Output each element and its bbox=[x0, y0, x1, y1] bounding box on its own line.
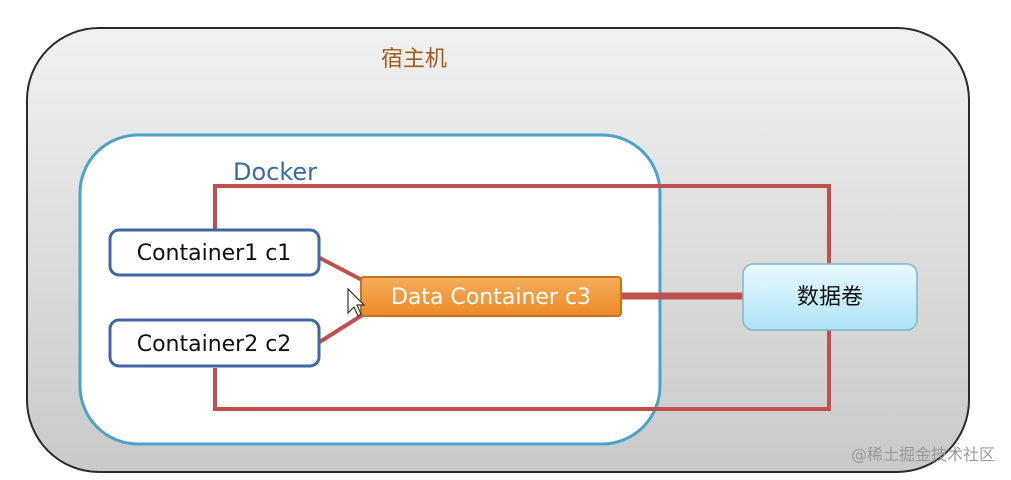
data-volume-label: 数据卷 bbox=[797, 285, 863, 310]
container2-box bbox=[108, 318, 321, 368]
container2-label: Container2 c2 bbox=[137, 332, 292, 357]
volume-mount-link-top bbox=[213, 184, 831, 264]
watermark-text: @稀土掘金技术社区 bbox=[851, 445, 995, 464]
volumes-from-link-c1 bbox=[317, 255, 365, 283]
data-container-label: Data Container c3 bbox=[391, 285, 591, 310]
volume-mount-link-bottom bbox=[213, 330, 831, 411]
docker-label: Docker bbox=[233, 158, 317, 186]
container1-box bbox=[108, 228, 321, 277]
data-volume-box bbox=[742, 263, 918, 331]
host-machine-label: 宿主机 bbox=[381, 47, 447, 72]
data-container-box bbox=[360, 276, 622, 317]
container1-label: Container1 c1 bbox=[137, 241, 292, 266]
volumes-from-link-c2 bbox=[316, 312, 366, 345]
mouse-cursor-icon bbox=[347, 287, 366, 317]
